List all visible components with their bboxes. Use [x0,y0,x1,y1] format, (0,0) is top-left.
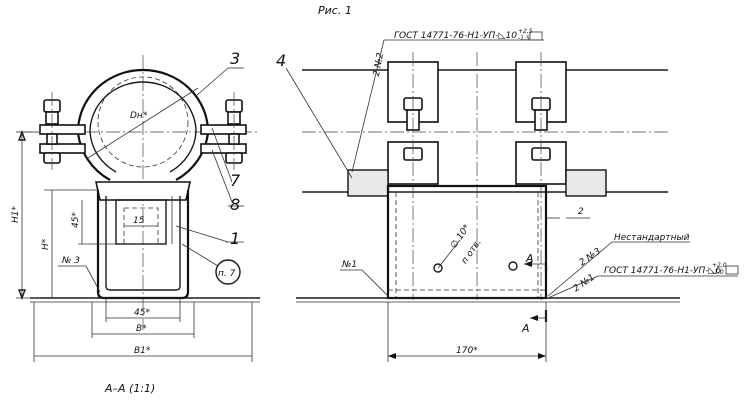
weld-no3-left: № 3 [61,256,80,266]
weld-no1-left: №1 [341,260,357,270]
dim-45-vertical: 45* [71,212,81,228]
dim-b1: B1* [134,346,151,356]
callout-7: 7 [230,171,241,190]
dim-b: B* [136,324,147,334]
callout-1: 1 [230,229,240,248]
dim-h: H* [41,238,51,250]
clamp-ring [76,68,210,181]
hole-note: п отв. [460,238,484,266]
gost-top-tol-lower: -1,5 [518,35,530,42]
figure-title: Рис. 1 [318,4,352,17]
gost-bottom: ГОСТ 14771-76-Н1-УП-◺6 [604,266,721,276]
callout-4: 4 [276,51,286,70]
right-view: ∅ 10* п отв. 4 2 №2 ГОСТ 14771-76-Н1-УП-… [276,28,739,362]
section-a-lower: А [521,322,530,335]
nonstandard-label: Нестандартный [614,233,690,243]
section-title: А–А (1:1) [104,382,155,395]
dim-45-horizontal: 45* [134,308,150,318]
callout-3: 3 [230,49,240,68]
dim-170: 170* [456,346,478,356]
left-view: Dн* H1* [11,49,260,362]
weld-no3-right: 2 №3 [578,246,603,268]
callout-8: 8 [230,195,240,214]
gost-top-tol-upper: +2,5 [518,28,533,35]
section-a-upper: А [525,252,534,265]
base-block [386,184,548,300]
dim-diameter: Dн* [130,111,148,121]
weld-no1-right: 2 №1 [572,273,597,295]
dim-2: 2 [578,207,584,217]
dim-h1: H1* [11,206,21,223]
gost-top: ГОСТ 14771-76-Н1-УП-◺10 [394,31,517,41]
dim-15: 15 [133,216,145,226]
gost-bottom-tol-lower: -1,0 [712,269,724,276]
gost-bottom-tol-upper: +2,0 [712,262,727,269]
diameter-arrow [87,87,199,159]
circle-note: п. 7 [218,269,236,279]
note-circle [215,259,241,285]
weld-no2: 2 №2 [372,52,386,77]
